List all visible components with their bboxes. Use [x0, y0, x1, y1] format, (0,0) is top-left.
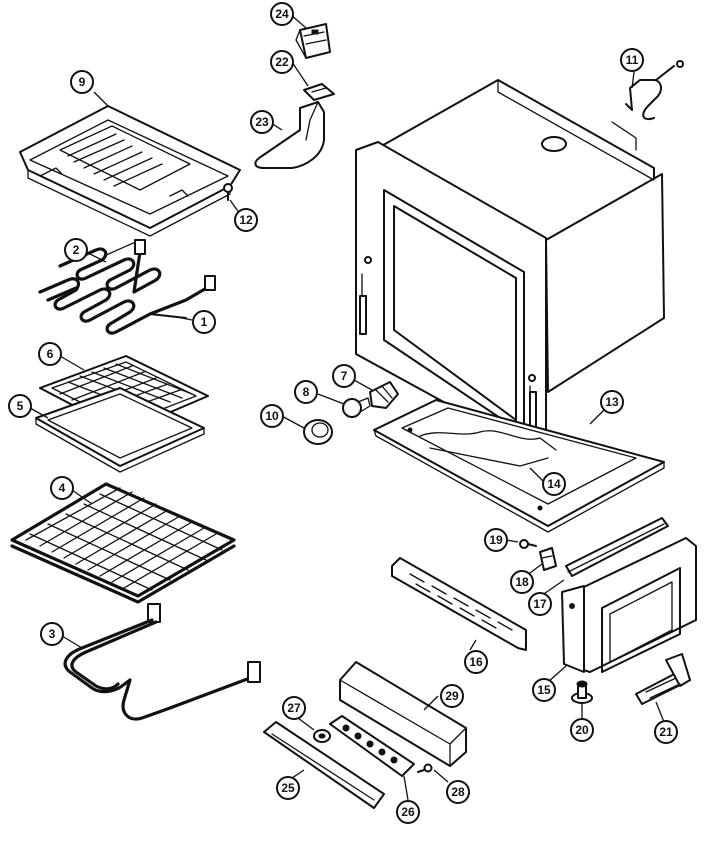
- part-27-grommet: [313, 729, 331, 743]
- callout-2: 2: [64, 238, 88, 262]
- part-29-control-housing: [339, 661, 467, 767]
- part-13-bottom-panel: [373, 399, 665, 533]
- part-4-oven-rack: [10, 482, 236, 604]
- callout-21: 21: [654, 720, 678, 744]
- callout-22: 22: [270, 50, 294, 74]
- part-18-clip: [539, 547, 557, 571]
- callout-6: 6: [38, 342, 62, 366]
- part-5-broil-pan: [35, 387, 205, 473]
- callout-6-number: 6: [47, 347, 54, 361]
- callout-19: 19: [484, 528, 508, 552]
- callout-8-number: 8: [303, 385, 310, 399]
- callout-11-number: 11: [626, 53, 639, 67]
- callout-16-number: 16: [469, 655, 483, 669]
- callout-12: 12: [234, 208, 258, 232]
- callout-11: 11: [620, 48, 644, 72]
- callout-20: 20: [570, 718, 594, 742]
- callout-9-number: 9: [79, 75, 86, 89]
- leader-lines: [29, 13, 665, 801]
- part-9-tray: [19, 105, 241, 237]
- callout-4: 4: [50, 476, 74, 500]
- callout-10-number: 10: [265, 409, 279, 423]
- callout-7: 7: [332, 364, 356, 388]
- callout-15: 15: [532, 678, 556, 702]
- callout-26: 26: [396, 800, 420, 824]
- part-21-anti-tip-bracket: [635, 653, 691, 705]
- part-14-insulation: [419, 430, 557, 467]
- part-19-screw: [519, 539, 537, 549]
- callout-1: 1: [192, 310, 216, 334]
- callout-18-number: 18: [515, 575, 529, 589]
- callout-24-number: 24: [275, 7, 289, 21]
- callout-29: 29: [440, 684, 464, 708]
- callout-8: 8: [294, 380, 318, 404]
- callout-7-number: 7: [341, 369, 348, 383]
- callout-19-number: 19: [489, 533, 503, 547]
- callout-28: 28: [446, 780, 470, 804]
- callout-4-number: 4: [59, 481, 66, 495]
- callout-5: 5: [8, 394, 32, 418]
- callout-21-number: 21: [659, 725, 673, 739]
- part-16-slotted-bracket: [391, 557, 527, 651]
- callout-9: 9: [70, 70, 94, 94]
- callout-29-number: 29: [445, 689, 459, 703]
- callout-5-number: 5: [17, 399, 24, 413]
- oven-cavity: [355, 79, 665, 447]
- part-22-clip: [303, 83, 335, 101]
- part-20-leveling-leg: [571, 680, 593, 704]
- callout-15-number: 15: [537, 683, 551, 697]
- callout-1-number: 1: [201, 315, 208, 329]
- part-25-trim-strip: [263, 721, 385, 809]
- callout-27-number: 27: [287, 701, 301, 715]
- callout-25-number: 25: [281, 781, 295, 795]
- callout-3: 3: [40, 622, 64, 646]
- part-3-bake-element: [63, 603, 261, 721]
- callout-12-number: 12: [239, 213, 253, 227]
- callout-28-number: 28: [451, 785, 465, 799]
- part-11-wire: [625, 60, 684, 120]
- callout-18: 18: [510, 570, 534, 594]
- callout-27: 27: [282, 696, 306, 720]
- part-7-light-socket: [369, 381, 399, 409]
- callout-24: 24: [270, 2, 294, 26]
- callout-3-number: 3: [49, 627, 56, 641]
- part-17-drawer-front-panel: [565, 517, 669, 577]
- callout-17-number: 17: [533, 597, 547, 611]
- callout-14-number: 14: [547, 477, 561, 491]
- part-23-bracket: [254, 101, 325, 169]
- part-8-bulb: [342, 397, 371, 418]
- part-28-screw: [417, 763, 433, 773]
- callout-17: 17: [528, 592, 552, 616]
- callout-2-number: 2: [73, 243, 80, 257]
- callout-20-number: 20: [575, 723, 589, 737]
- callout-13: 13: [600, 390, 624, 414]
- callout-22-number: 22: [275, 55, 289, 69]
- callout-14: 14: [542, 472, 566, 496]
- part-10-lens: [303, 419, 333, 445]
- callout-10: 10: [260, 404, 284, 428]
- callout-23-number: 23: [255, 115, 269, 129]
- part-26-switch-bar: [329, 715, 415, 777]
- callout-16: 16: [464, 650, 488, 674]
- part-12-screw: [223, 183, 233, 201]
- callout-23: 23: [250, 110, 274, 134]
- part-2-broil-element: [38, 239, 216, 335]
- part-24-connector: [295, 23, 331, 59]
- part-15-drawer: [561, 537, 697, 673]
- callout-25: 25: [276, 776, 300, 800]
- callout-26-number: 26: [401, 805, 415, 819]
- callout-13-number: 13: [605, 395, 619, 409]
